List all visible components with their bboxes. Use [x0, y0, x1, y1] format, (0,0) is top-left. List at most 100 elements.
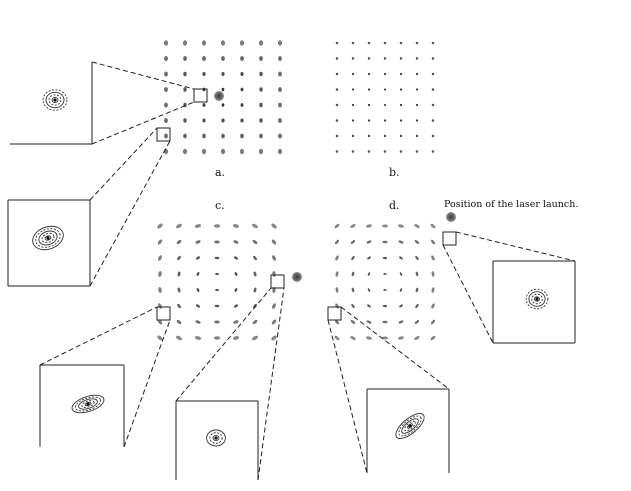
psf-spot — [158, 255, 162, 261]
psf-spot — [415, 134, 419, 138]
psf-spot — [195, 304, 201, 308]
psf-spot — [367, 304, 371, 308]
psf-spot — [176, 223, 182, 229]
psf-spot — [234, 272, 238, 276]
psf-spot — [415, 88, 419, 91]
psf-spot — [252, 239, 258, 245]
psf-spot — [351, 255, 355, 261]
callout-line — [39, 306, 158, 366]
psf-spot — [177, 271, 181, 277]
psf-spot — [213, 224, 221, 228]
small-box-3 — [156, 306, 171, 321]
psf-spot — [202, 71, 206, 77]
psf-spot — [164, 55, 168, 62]
psf-spot — [272, 303, 276, 309]
psf-spot — [367, 256, 371, 260]
psf-grid-c — [157, 223, 277, 341]
psf-spot — [351, 303, 355, 309]
panel-label-a: a. — [215, 166, 225, 179]
psf-spot — [334, 223, 340, 229]
psf-spot — [399, 103, 403, 107]
psf-spot — [272, 255, 276, 261]
psf-spot — [239, 40, 245, 46]
psf-spot — [415, 41, 419, 45]
psf-spot — [157, 239, 163, 245]
psf-spot — [383, 289, 387, 291]
callout-line — [89, 127, 158, 201]
psf-spot — [177, 287, 181, 293]
callout-line — [442, 244, 494, 344]
psf-spot — [259, 71, 263, 77]
psf-spot — [335, 119, 339, 122]
small-box-5 — [327, 306, 342, 321]
psf-spot — [202, 56, 206, 61]
psf-spot — [366, 336, 372, 340]
psf-spot — [278, 55, 282, 62]
psf-spot — [335, 41, 339, 45]
zoom-callouts — [7, 61, 576, 481]
psf-spot — [398, 224, 404, 228]
callout-line — [123, 319, 171, 448]
psf-spot — [214, 256, 220, 260]
psf-spot — [215, 288, 219, 292]
psf-spot — [158, 271, 162, 277]
psf-spot — [415, 119, 419, 122]
psf-spot — [415, 103, 419, 107]
callout-line — [91, 61, 195, 90]
psf-spot — [367, 134, 371, 138]
psf-spot — [367, 88, 371, 91]
psf-spot — [233, 240, 239, 244]
psf-spot — [176, 239, 182, 245]
psf-spot — [431, 287, 435, 293]
psf-spot — [202, 103, 206, 107]
psf-spot — [414, 240, 420, 244]
psf-contour-4 — [206, 429, 226, 447]
psf-spot — [278, 86, 282, 93]
psf-spot — [415, 150, 419, 153]
psf-spot — [221, 87, 225, 92]
psf-spot — [253, 303, 257, 309]
small-box-4 — [270, 274, 285, 289]
psf-spot — [431, 150, 435, 153]
psf-contour-3 — [71, 394, 105, 414]
psf-spot — [382, 336, 388, 340]
psf-spot — [177, 303, 181, 309]
psf-spot — [383, 134, 387, 138]
psf-spot — [182, 40, 188, 46]
psf-spot — [415, 72, 419, 76]
psf-spot — [259, 118, 263, 123]
psf-spot — [383, 103, 387, 107]
psf-spot — [335, 303, 339, 309]
psf-spot — [157, 319, 163, 325]
psf-spot — [272, 271, 276, 277]
psf-spot — [164, 117, 168, 124]
panel-label-b: b. — [389, 166, 400, 179]
psf-spot — [382, 304, 388, 308]
psf-spot — [398, 320, 404, 324]
small-box-1 — [193, 88, 208, 103]
psf-spot — [252, 223, 258, 229]
psf-spot — [240, 71, 244, 77]
psf-spot — [196, 288, 200, 292]
psf-spot — [350, 320, 356, 324]
psf-spot — [271, 335, 277, 341]
laser-launch-annotation: Position of the laser launch. — [444, 199, 578, 210]
psf-spot — [431, 88, 435, 91]
psf-spot — [367, 72, 371, 76]
psf-spot — [220, 40, 226, 46]
psf-spot — [430, 319, 436, 325]
psf-spot — [351, 271, 355, 277]
psf-spot — [183, 118, 187, 123]
psf-spot — [234, 288, 238, 292]
psf-spot — [277, 40, 283, 46]
psf-spot — [157, 335, 163, 341]
psf-spot — [196, 272, 200, 276]
laser-launch-marker-a — [214, 91, 224, 101]
psf-spot — [431, 303, 435, 309]
psf-contour-1 — [42, 89, 68, 111]
psf-spot — [398, 240, 404, 244]
psf-spot — [399, 57, 403, 60]
psf-spot — [414, 336, 420, 340]
psf-spot — [201, 148, 207, 155]
psf-spot — [415, 255, 419, 261]
